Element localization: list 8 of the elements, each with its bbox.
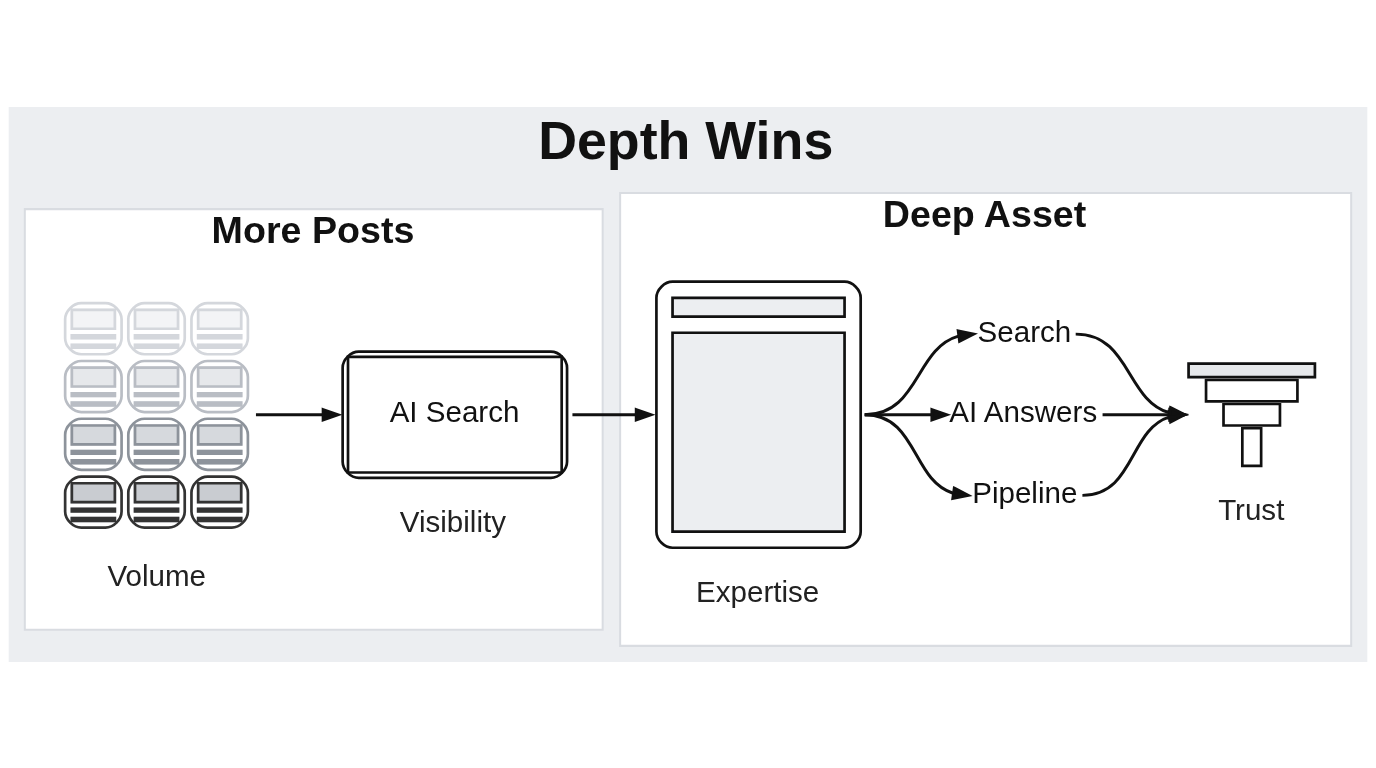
node-label: Expertise: [696, 574, 820, 608]
node-label: Volume: [107, 558, 207, 592]
diagram-title: Depth Wins: [538, 109, 834, 170]
node-text: Search: [977, 314, 1072, 348]
node-label: Visibility: [399, 504, 506, 538]
node-text: Pipeline: [972, 475, 1078, 509]
node-label: Trust: [1218, 492, 1285, 526]
node-text: AI Answers: [949, 394, 1098, 428]
